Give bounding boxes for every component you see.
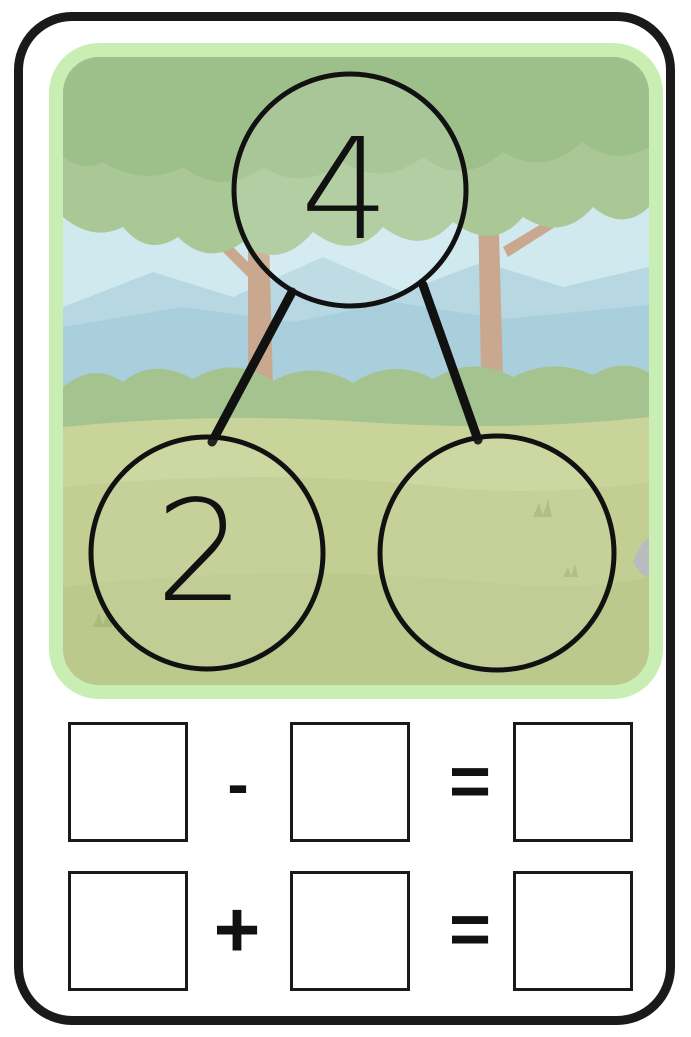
row2-box-1[interactable] [68,871,188,991]
row2-box-3[interactable] [513,871,633,991]
row1-equals-sign: = [440,746,500,818]
forest-scene-background [49,43,663,699]
row1-box-2[interactable] [290,722,410,842]
row1-box-3[interactable] [513,722,633,842]
row2-equals-sign: = [440,894,500,966]
row2-plus-sign: + [207,890,267,970]
row1-box-1[interactable] [68,722,188,842]
row1-minus-sign: - [210,752,266,816]
row2-box-2[interactable] [290,871,410,991]
forest-illustration [63,57,649,685]
